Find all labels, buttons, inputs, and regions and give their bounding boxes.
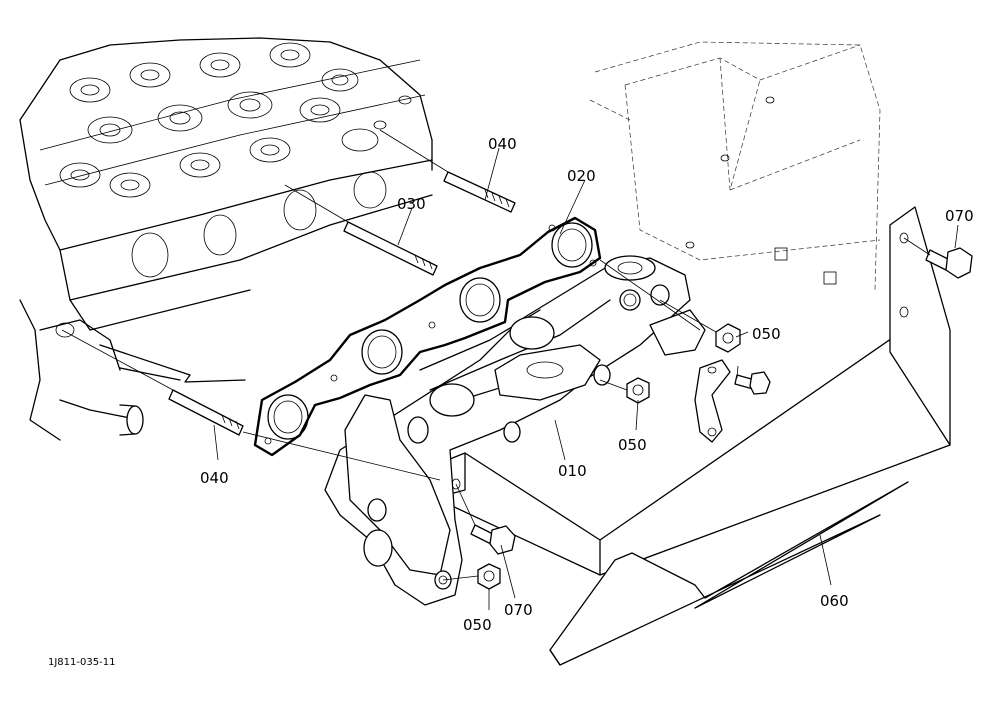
heat-shield (434, 206, 951, 576)
bolt-070-top (925, 247, 973, 279)
deflector-plate (549, 481, 909, 666)
leader-lines (213, 147, 959, 610)
assembly-lines (61, 129, 931, 581)
nut-050-mid (626, 377, 650, 404)
callout-020: 020 (567, 167, 596, 185)
exhaust-gasket (253, 216, 602, 457)
nut-050-right (715, 323, 741, 353)
callout-labels: 040 020 030 040 050 050 010 050 070 060 … (48, 135, 974, 668)
callout-030: 030 (397, 195, 426, 213)
stud-040-left (168, 389, 244, 436)
exhaust-manifold (324, 255, 706, 606)
callout-040-top: 040 (488, 135, 517, 153)
callout-050-mid: 050 (618, 436, 647, 454)
callout-040-left: 040 (200, 469, 229, 487)
small-bracket (694, 359, 731, 443)
stud-040-top (443, 171, 516, 213)
nut-050-bottom (477, 563, 501, 590)
figure-code: 1J811-035-11 (48, 657, 115, 668)
callout-070-bottom: 070 (504, 601, 533, 619)
bolt-070-bottom (470, 524, 516, 555)
bracket-bolt (734, 371, 771, 395)
background-housing (589, 41, 881, 291)
cylinder-head (19, 37, 433, 441)
callout-050-bottom: 050 (463, 616, 492, 634)
callout-060: 060 (820, 592, 849, 610)
callout-010: 010 (558, 462, 587, 480)
stud-030 (343, 221, 438, 276)
callout-050-right: 050 (752, 325, 781, 343)
callout-070-top: 070 (945, 207, 974, 225)
